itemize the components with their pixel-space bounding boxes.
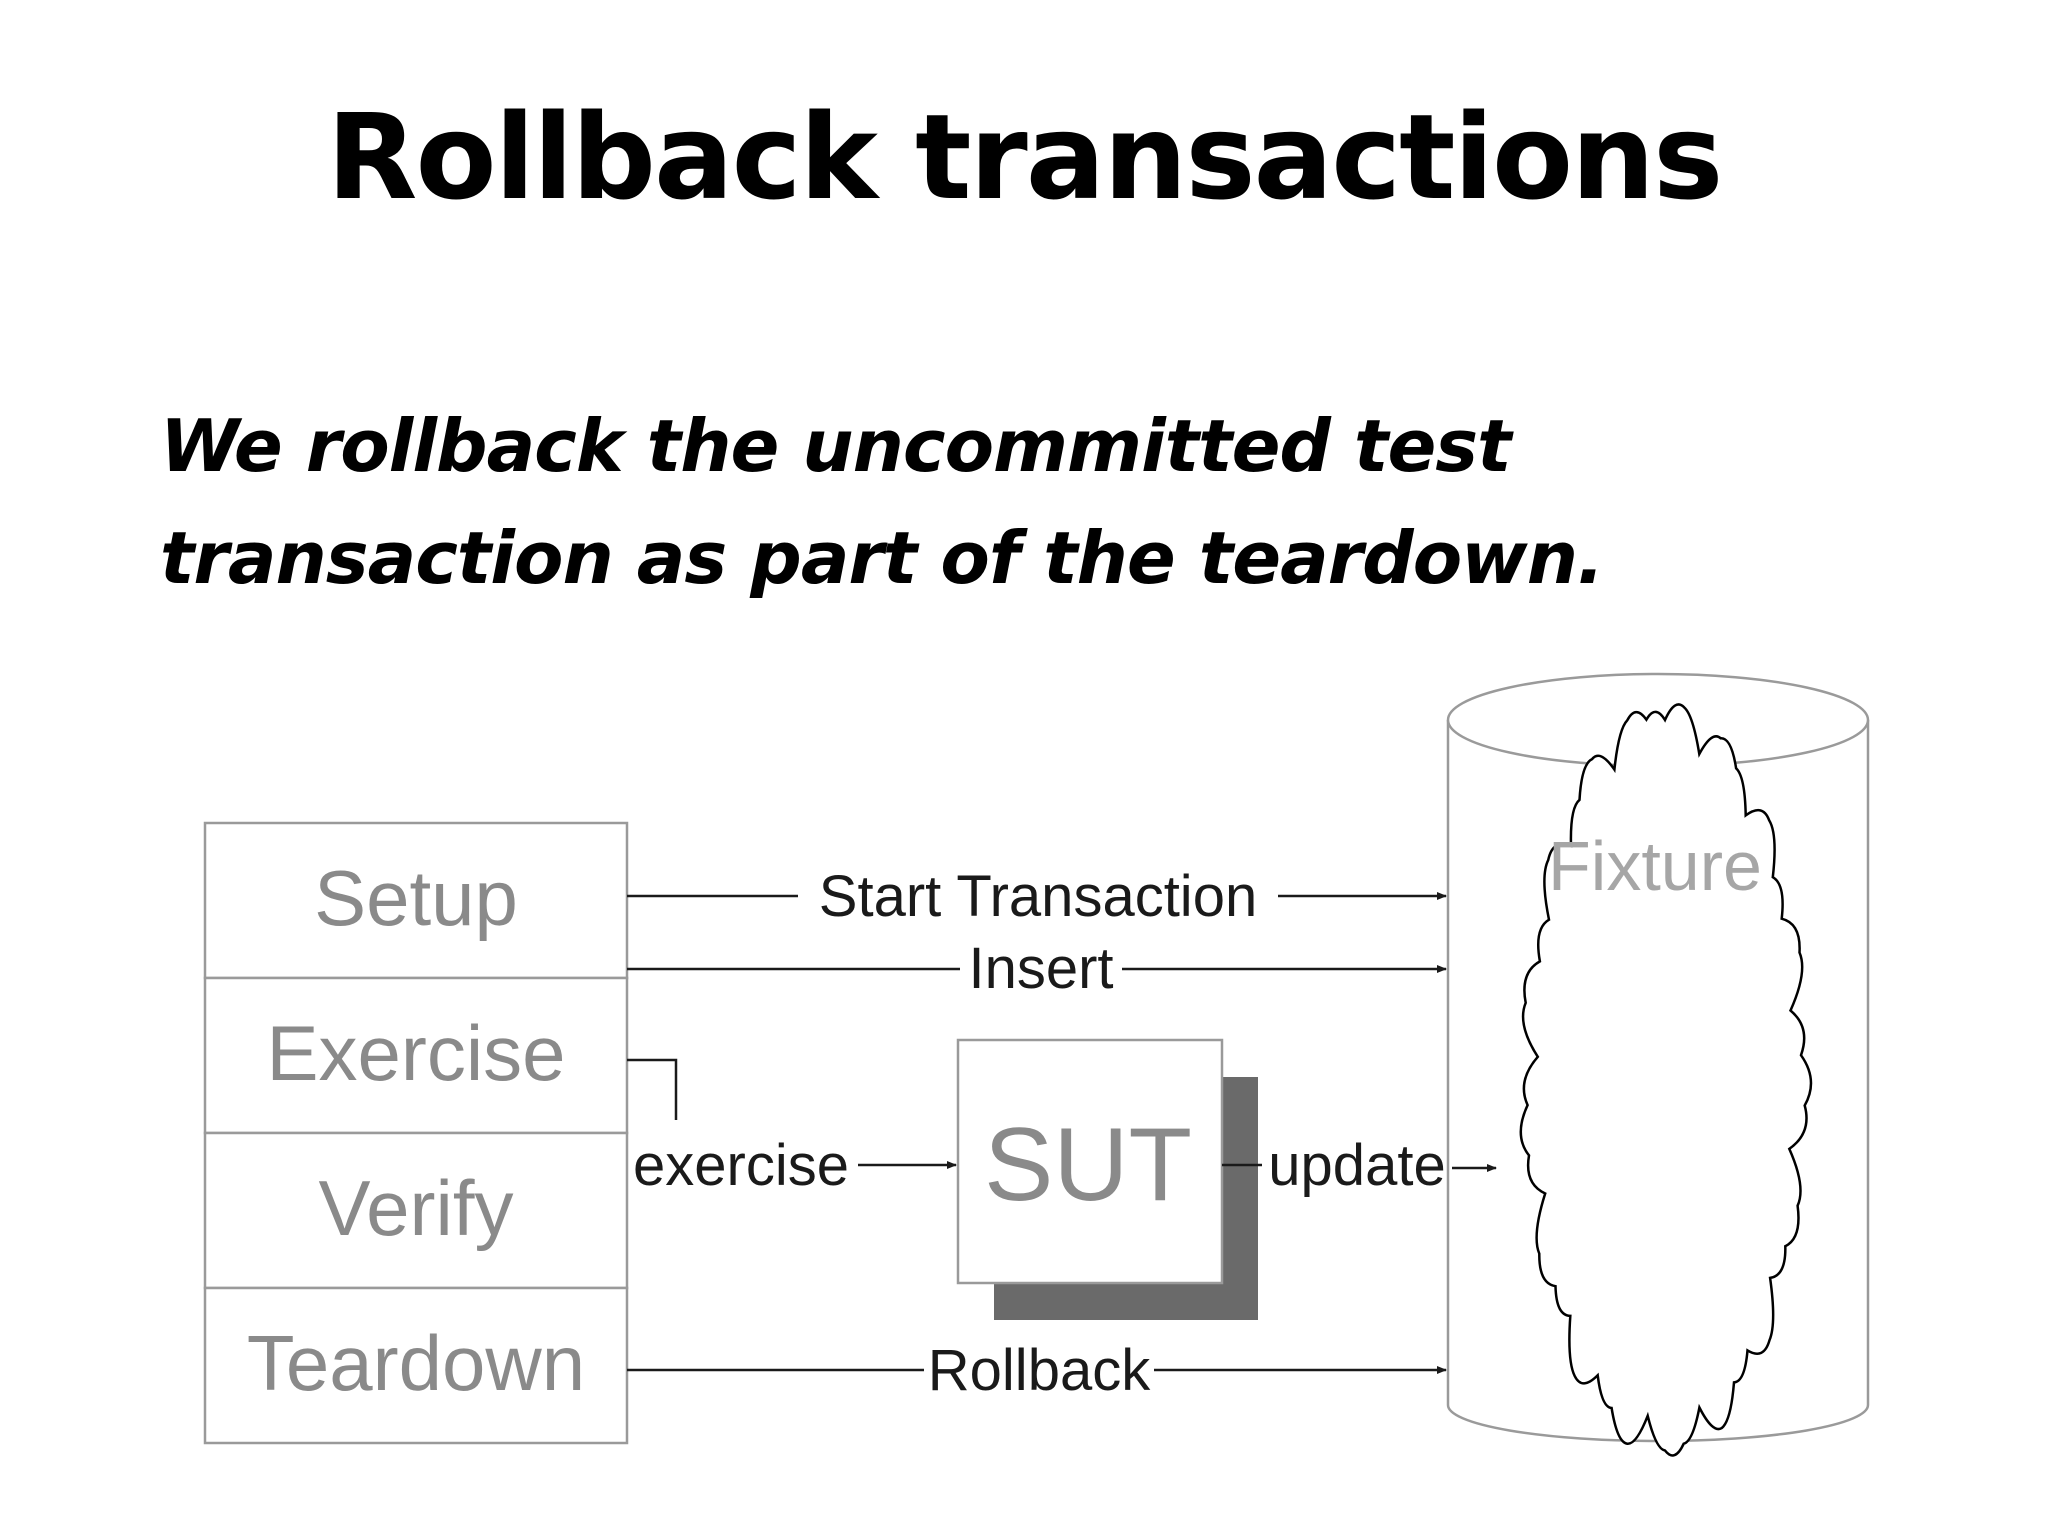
insert-label: Insert xyxy=(968,936,1113,1001)
exercise-label: exercise xyxy=(633,1133,849,1198)
slide-title: Rollback transactions xyxy=(326,88,1724,226)
slide-body-text: We rollback the uncommitted test transac… xyxy=(160,390,1860,614)
phase-setup xyxy=(203,821,629,980)
fixture-cloud-shape xyxy=(1519,703,1813,1457)
phase-label-verify: Verify xyxy=(318,1164,513,1252)
fixture-label: Fixture xyxy=(1548,827,1762,905)
rollback-label: Rollback xyxy=(928,1338,1151,1403)
update-label: update xyxy=(1268,1133,1445,1198)
exercise-connector xyxy=(627,1058,678,1120)
sut-label: SUT xyxy=(984,1107,1192,1223)
phase-exercise xyxy=(203,976,629,1135)
arrows xyxy=(627,892,1497,1374)
phase-label-exercise: Exercise xyxy=(266,1009,565,1097)
phase-stack: Setup Exercise Verify Teardown xyxy=(203,821,629,1445)
body-line-1: We rollback the uncommitted test xyxy=(160,404,1512,488)
sut-box xyxy=(956,1038,1224,1285)
sut-component: SUT xyxy=(956,1038,1258,1320)
phase-teardown xyxy=(203,1286,629,1445)
body-line-2: transaction as part of the teardown. xyxy=(160,516,1604,600)
phase-label-setup: Setup xyxy=(314,854,518,942)
fixture-database: Fixture xyxy=(1446,672,1870,1457)
phase-label-teardown: Teardown xyxy=(247,1319,585,1407)
start-transaction-label: Start Transaction xyxy=(819,864,1257,929)
